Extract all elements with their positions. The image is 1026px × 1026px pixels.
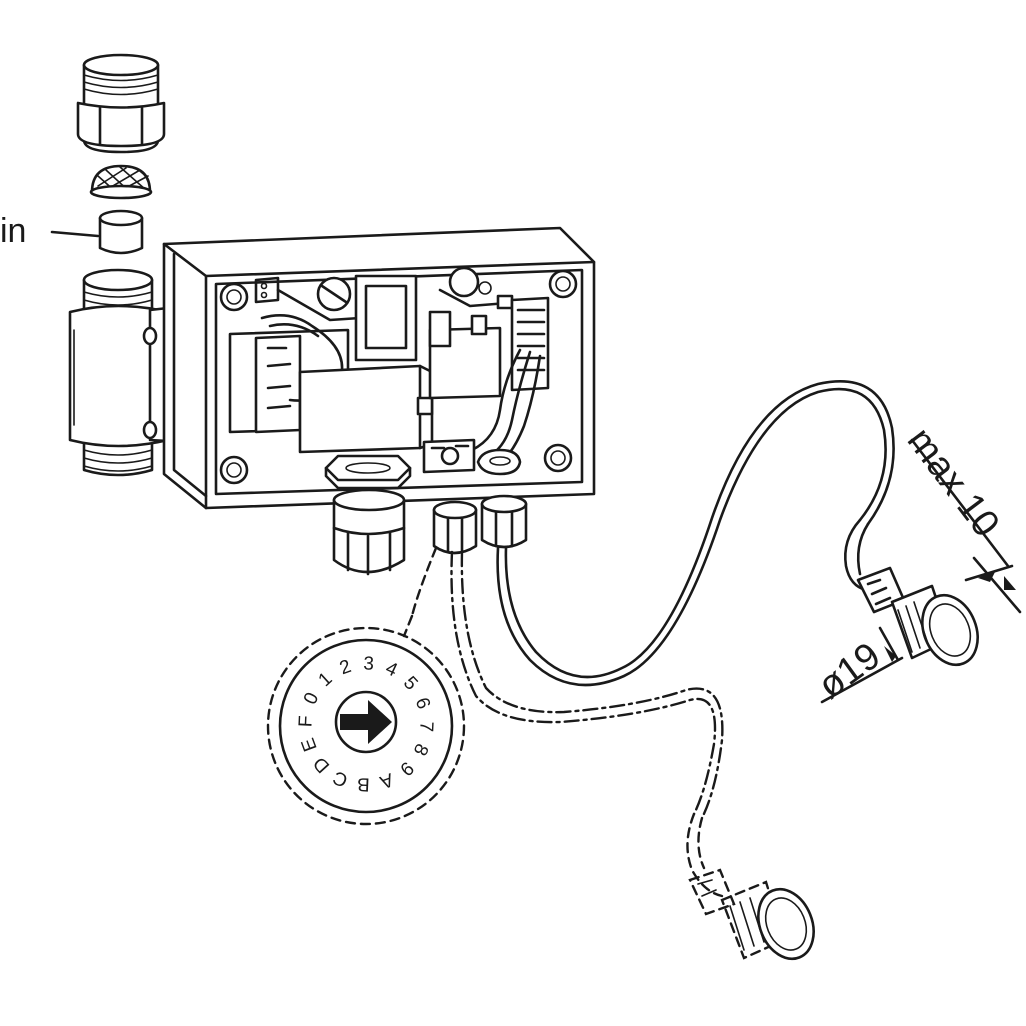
- in-label-leader: [50, 230, 100, 238]
- dial-position-label: 2: [337, 656, 354, 679]
- dial-position-label: 1: [315, 668, 337, 691]
- dial-position-label: D: [309, 752, 334, 776]
- dial-position-label: E: [298, 735, 322, 754]
- diameter-19-label: ø19: [811, 635, 889, 707]
- dial-position-label: B: [357, 773, 371, 795]
- dial-position-label: 5: [399, 673, 422, 695]
- dial-position-label: A: [377, 768, 396, 792]
- in-label: in: [0, 212, 26, 250]
- dial-position-label: F: [295, 715, 316, 728]
- dial-position-label: 9: [396, 757, 418, 780]
- connector-block: [422, 438, 476, 474]
- dial-position-label: C: [330, 766, 351, 791]
- push-button-right: [844, 518, 979, 667]
- dial-position-label: 4: [382, 658, 401, 682]
- dial-position-label: 7: [415, 721, 436, 732]
- push-button-lower: [686, 812, 815, 961]
- dial-position-label: 3: [363, 653, 374, 674]
- cable-gland-2: [480, 494, 528, 549]
- large-cable-gland: [332, 488, 406, 576]
- cable-right: [496, 379, 895, 687]
- cable-dashed: [410, 546, 724, 820]
- dial-position-label: 8: [409, 740, 433, 758]
- dial-position-label: 0: [300, 689, 324, 707]
- max-10-label: max 10: [899, 420, 1008, 545]
- dimension-diameter-19: [820, 626, 904, 704]
- small-gland-nut: [476, 448, 522, 476]
- cable-gland-1: [432, 500, 478, 555]
- strainer-mesh: [89, 164, 153, 200]
- inlet-sleeve: [98, 209, 144, 255]
- dial-position-label: 6: [411, 695, 434, 712]
- threaded-nut-fitting: [76, 53, 166, 154]
- valve-body: [68, 268, 202, 477]
- cable-gland-nut: [324, 454, 412, 490]
- selector-arrow-icon: [340, 700, 392, 744]
- circuit-board: [228, 266, 550, 454]
- dimension-max-10: [910, 438, 1022, 614]
